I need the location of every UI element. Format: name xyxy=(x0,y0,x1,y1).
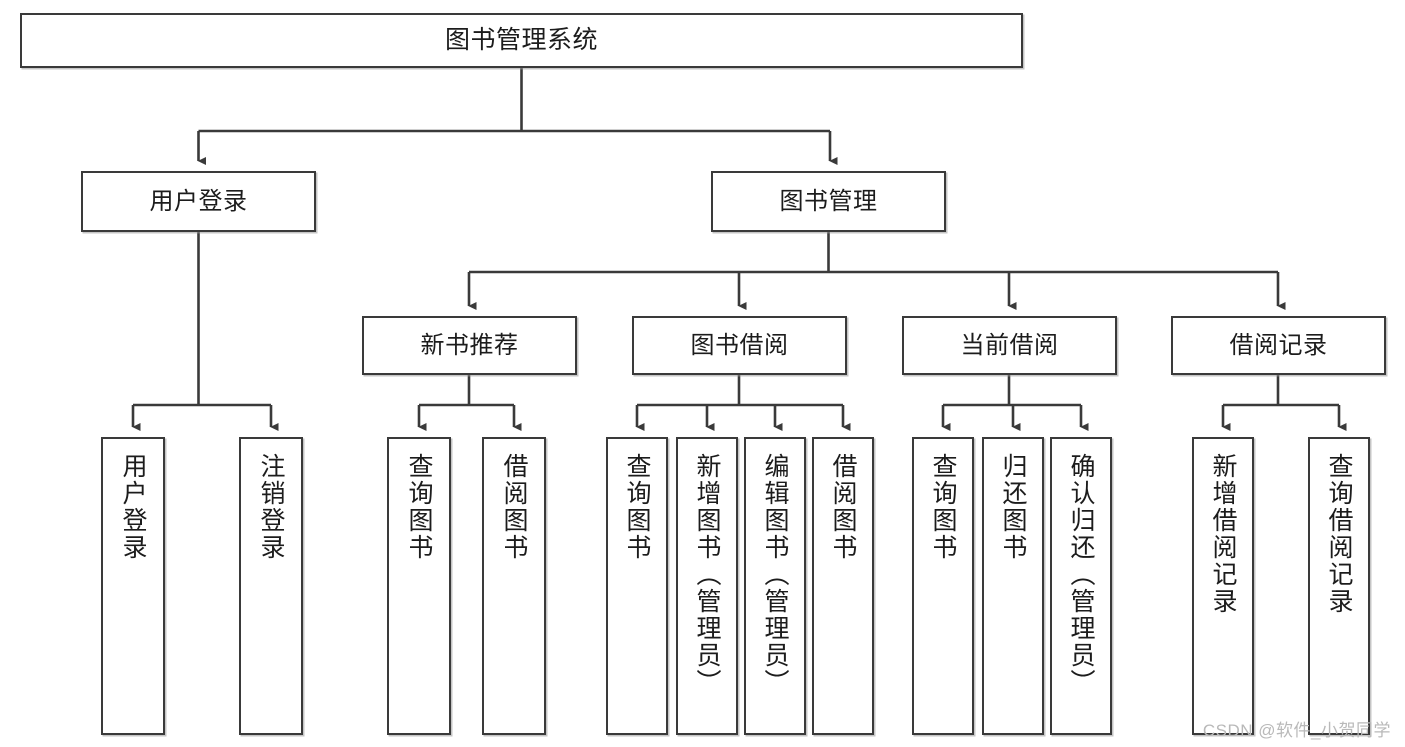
node-leaf-borrow-book-2-label: 借阅图书 xyxy=(829,453,857,561)
node-leaf-confirm-return-label: 确认归还（管理员） xyxy=(1067,453,1095,696)
node-book-manage-label: 图书管理 xyxy=(779,187,878,215)
node-book-borrow-label: 图书借阅 xyxy=(690,331,789,359)
node-leaf-query-book-1-label: 查询图书 xyxy=(405,453,433,561)
node-current-borrow[interactable]: 当前借阅 xyxy=(902,316,1117,375)
node-new-book-rec-label: 新书推荐 xyxy=(420,331,519,359)
node-leaf-query-book-2-label: 查询图书 xyxy=(623,453,651,561)
node-leaf-add-record[interactable]: 新增借阅记录 xyxy=(1192,437,1254,735)
node-leaf-query-book-3[interactable]: 查询图书 xyxy=(912,437,974,735)
node-root[interactable]: 图书管理系统 xyxy=(20,13,1023,68)
node-leaf-query-book-3-label: 查询图书 xyxy=(929,453,957,561)
node-root-label: 图书管理系统 xyxy=(444,26,598,54)
node-leaf-user-login-label: 用户登录 xyxy=(119,453,147,561)
node-leaf-user-login[interactable]: 用户登录 xyxy=(101,437,165,735)
node-leaf-query-record[interactable]: 查询借阅记录 xyxy=(1308,437,1370,735)
node-leaf-logout[interactable]: 注销登录 xyxy=(239,437,303,735)
node-leaf-query-record-label: 查询借阅记录 xyxy=(1325,453,1353,615)
node-leaf-add-book[interactable]: 新增图书（管理员） xyxy=(676,437,738,735)
node-leaf-borrow-book-1-label: 借阅图书 xyxy=(500,453,528,561)
node-new-book-rec[interactable]: 新书推荐 xyxy=(362,316,577,375)
node-book-manage[interactable]: 图书管理 xyxy=(711,171,946,232)
node-leaf-logout-label: 注销登录 xyxy=(257,453,285,561)
node-leaf-edit-book-label: 编辑图书（管理员） xyxy=(761,453,789,696)
node-user-login-label: 用户登录 xyxy=(149,187,248,215)
node-borrow-record[interactable]: 借阅记录 xyxy=(1171,316,1386,375)
node-leaf-query-book-2[interactable]: 查询图书 xyxy=(606,437,668,735)
node-leaf-return-book[interactable]: 归还图书 xyxy=(982,437,1044,735)
node-leaf-borrow-book-1[interactable]: 借阅图书 xyxy=(482,437,546,735)
node-leaf-return-book-label: 归还图书 xyxy=(999,453,1027,561)
node-user-login[interactable]: 用户登录 xyxy=(81,171,316,232)
node-leaf-query-book-1[interactable]: 查询图书 xyxy=(387,437,451,735)
node-leaf-borrow-book-2[interactable]: 借阅图书 xyxy=(812,437,874,735)
node-current-borrow-label: 当前借阅 xyxy=(960,331,1059,359)
node-leaf-add-record-label: 新增借阅记录 xyxy=(1209,453,1237,615)
node-leaf-edit-book[interactable]: 编辑图书（管理员） xyxy=(744,437,806,735)
node-leaf-add-book-label: 新增图书（管理员） xyxy=(693,453,721,696)
node-leaf-confirm-return[interactable]: 确认归还（管理员） xyxy=(1050,437,1112,735)
node-borrow-record-label: 借阅记录 xyxy=(1229,331,1328,359)
node-book-borrow[interactable]: 图书借阅 xyxy=(632,316,847,375)
